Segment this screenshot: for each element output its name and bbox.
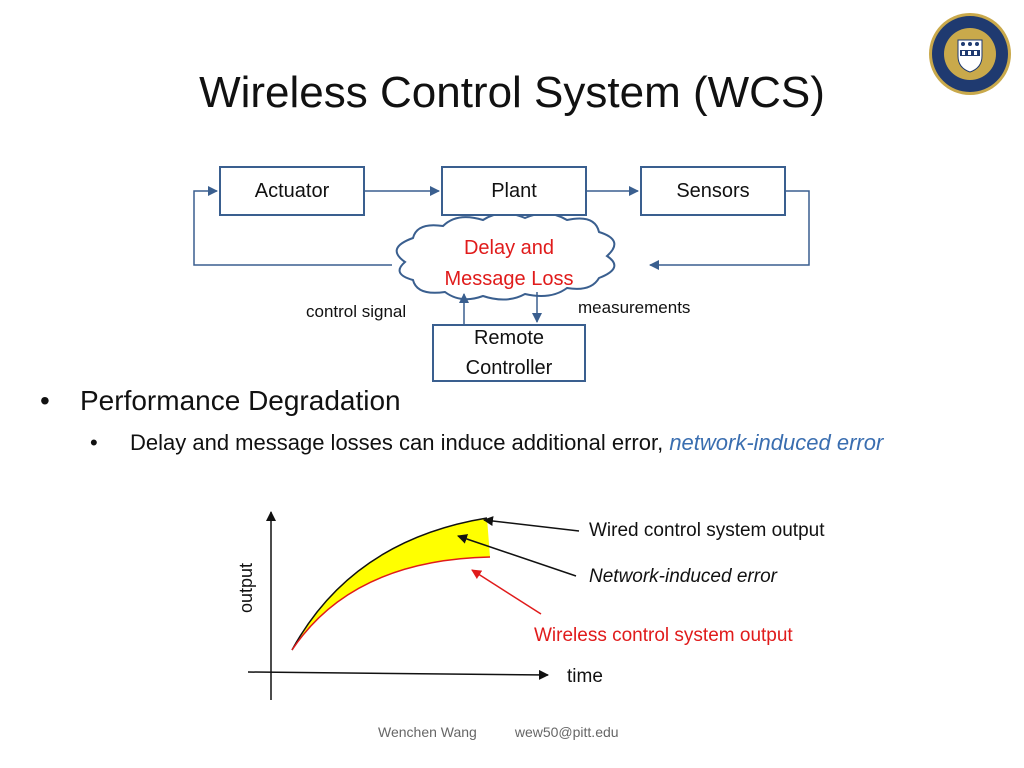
cloud-shape	[395, 212, 616, 301]
actuator-label: Actuator	[254, 179, 330, 202]
pointer-wired	[483, 516, 580, 532]
bullet-dot: •	[40, 385, 50, 416]
cloud-label-line1: Delay and	[463, 237, 555, 259]
bullet-dot: •	[90, 430, 98, 455]
bullet-level1-text: Performance Degradation	[80, 385, 401, 416]
x-axis	[247, 669, 549, 680]
measurements-label: measurements	[578, 298, 691, 317]
wired-curve	[291, 517, 488, 651]
control-signal-label: control signal	[306, 302, 407, 321]
footer-email: wew50@pitt.edu	[514, 724, 619, 740]
plant-label: Plant	[491, 179, 537, 202]
actuator-box: Actuator	[219, 166, 365, 216]
bullet-level2-body: Delay and message losses can induce addi…	[130, 430, 670, 455]
wireless-output-label: Wireless control system output	[534, 625, 793, 646]
wired-output-label: Wired control system output	[589, 520, 825, 541]
footer-author: Wenchen Wang	[378, 724, 477, 740]
bullet-level2-text: Delay and message losses can induce addi…	[130, 426, 970, 459]
footer: Wenchen Wang wew50@pitt.edu	[378, 724, 657, 740]
controller-label-line1: Remote	[473, 327, 545, 349]
plot-ylabel: output	[236, 562, 256, 614]
plant-box: Plant	[441, 166, 587, 216]
arrow-cloud-actuator	[193, 186, 392, 266]
plot-xlabel: time	[567, 666, 603, 687]
pointer-error	[457, 534, 577, 577]
remote-controller-box: Remote Controller	[432, 324, 586, 382]
sensors-label: Sensors	[676, 179, 750, 202]
sensors-box: Sensors	[640, 166, 786, 216]
cloud-label-line2: Message Loss	[444, 268, 574, 290]
error-region	[292, 518, 490, 650]
wireless-curve	[291, 556, 491, 651]
slide-title: Wireless Control System (WCS)	[199, 68, 825, 117]
cloud-label: Delay and Message Loss	[428, 233, 590, 295]
controller-label-line2: Controller	[465, 357, 553, 379]
bullet-level2-emphasis: network-induced error	[669, 430, 884, 455]
network-error-label: Network-induced error	[589, 566, 777, 587]
university-seal-icon	[929, 13, 1011, 95]
arrow-sensors-cloud	[649, 190, 810, 270]
pointer-wireless	[471, 569, 542, 615]
